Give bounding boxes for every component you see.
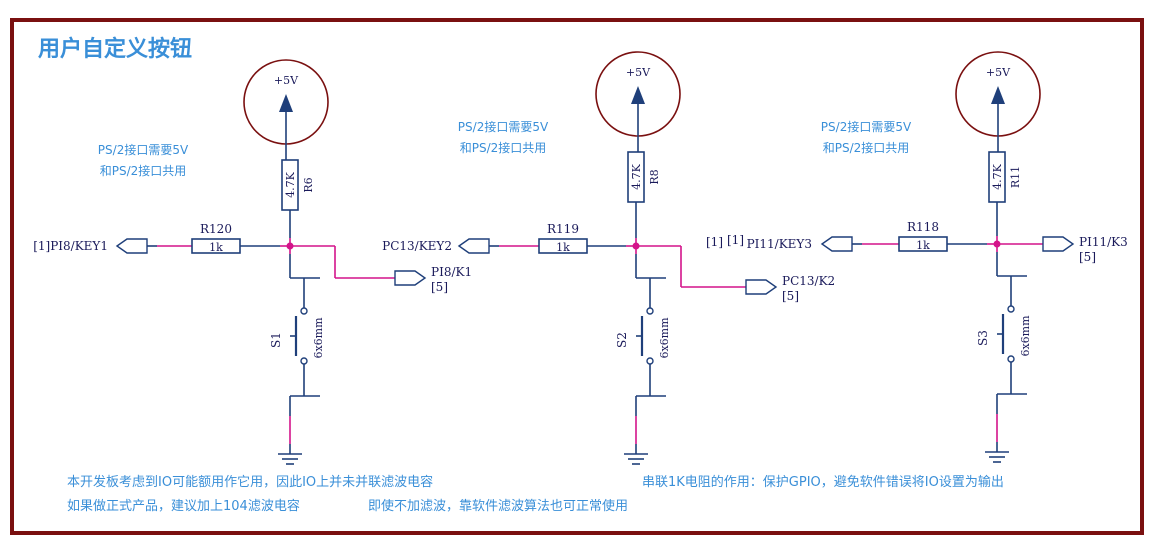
output-port-icon — [1042, 236, 1075, 252]
ps2-note-line1: PS/2接口需要5V — [458, 119, 549, 134]
ps2-note-line1: PS/2接口需要5V — [98, 142, 189, 157]
power-label: +5V — [274, 74, 299, 87]
input-port-label: PC13/KEY2 — [382, 239, 452, 253]
ps2-note-line2: 和PS/2接口共用 — [823, 140, 910, 155]
note-middle-line2: 即使不加滤波，靠软件滤波算法也可正常使用 — [368, 498, 628, 514]
pullup-value: 4.7K — [630, 163, 643, 189]
input-port-label: PI11/KEY3 — [747, 237, 812, 251]
switch-contact — [646, 357, 654, 365]
pullup-value: 4.7K — [991, 163, 1004, 189]
page-frame — [10, 18, 1144, 535]
switch-contact — [1007, 305, 1015, 313]
note-right-line1: 串联1K电阻的作用：保护GPIO，避免软件错误将IO设置为输出 — [642, 474, 1004, 490]
series-ref: R118 — [907, 220, 939, 234]
series-value: 1k — [209, 241, 223, 254]
switch-value: 6x6mm — [658, 317, 671, 359]
switch-contact — [300, 307, 308, 315]
ps2-note-line2: 和PS/2接口共用 — [100, 163, 187, 178]
power-label: +5V — [626, 66, 651, 79]
pullup-value: 4.7K — [284, 171, 297, 197]
output-port-label: PI8/K1 — [431, 265, 472, 279]
series-ref: R120 — [200, 222, 232, 236]
ps2-note-line1: PS/2接口需要5V — [821, 119, 912, 134]
output-port-label: PC13/K2 — [782, 274, 835, 288]
switch-ref: S1 — [269, 332, 283, 348]
series-ref: R119 — [547, 222, 579, 236]
note-left-line1: 本开发板考虑到IO可能额用作它用，因此IO上并未并联滤波电容 — [67, 474, 433, 490]
switch-value: 6x6mm — [1019, 315, 1032, 357]
page-title: 用户自定义按钮 — [38, 36, 192, 62]
output-port-icon — [394, 270, 427, 286]
power-arrow-icon — [991, 86, 1005, 104]
pullup-ref: R11 — [1009, 166, 1022, 188]
switch-contact — [646, 307, 654, 315]
series-value: 1k — [916, 239, 930, 252]
output-port-label: PI11/K3 — [1079, 235, 1128, 249]
switch-contact — [300, 357, 308, 365]
output-port-icon — [745, 279, 778, 295]
note-left-line2: 如果做正式产品，建议加上104滤波电容 — [67, 498, 300, 514]
input-sheet-ref: [1] — [706, 235, 723, 249]
input-port-label: [1]PI8/KEY1 — [33, 239, 108, 253]
power-arrow-icon — [631, 86, 645, 104]
power-label: +5V — [986, 66, 1011, 79]
output-sheet-ref: [5] — [1079, 250, 1096, 264]
button-circuit-1: +5V PS/2接口需要5V 和PS/2接口共用 4.7K R6 [1]PI8/KEY1 1… — [33, 59, 472, 465]
input-sheet-ref: [1] — [727, 233, 744, 247]
pullup-ref: R6 — [302, 177, 315, 192]
output-sheet-ref: [5] — [431, 280, 448, 294]
switch-value: 6x6mm — [312, 317, 325, 359]
output-sheet-ref: [5] — [782, 289, 799, 303]
switch-ref: S3 — [976, 330, 990, 346]
ps2-note-line2: 和PS/2接口共用 — [460, 140, 547, 155]
power-arrow-icon — [279, 94, 293, 112]
series-value: 1k — [556, 241, 570, 254]
circuits-layer: +5V PS/2接口需要5V 和PS/2接口共用 4.7K R6 [1]PI8/KEY1 1… — [33, 51, 1128, 465]
pullup-ref: R8 — [648, 169, 661, 184]
switch-ref: S2 — [615, 332, 629, 348]
switch-contact — [1007, 355, 1015, 363]
